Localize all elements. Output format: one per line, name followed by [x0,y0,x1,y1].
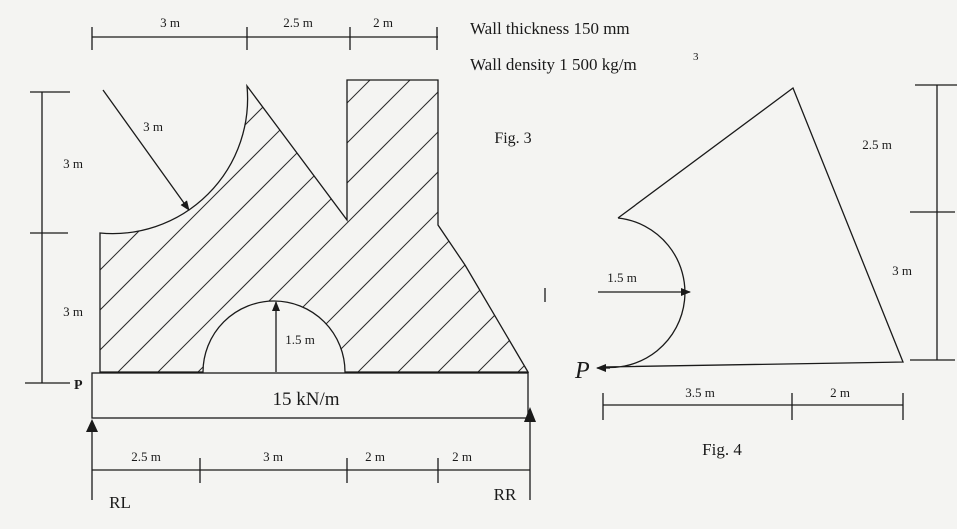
fig4-bottom-dim-2: 2 m [830,385,850,400]
fig3-top-dim-1: 3 m [160,15,180,30]
fig3-reaction-left: RL [109,493,131,512]
fig3-caption: Fig. 3 [494,130,531,147]
hatch-line [409,80,528,372]
fig3-bottom-dim-2: 3 m [263,449,283,464]
fig3-left-dim-lower: 3 m [63,304,83,319]
fig3-bottom-dim-1: 2.5 m [131,449,161,464]
fig4-group: 1.5 m P 2.5 m 3 m 3.5 m 2 m Fig. 4 [574,84,957,459]
fig3-left-dim-upper: 3 m [63,156,83,171]
fig3-semicircle-radius-label: 1.5 m [285,332,315,347]
hatch-line [100,80,291,372]
fig4-bottom-dim-1: 3.5 m [685,385,715,400]
fig3-load-label: 15 kN/m [272,389,339,410]
hatch-line [100,80,451,372]
hatch-line [100,80,411,372]
fig3-arc-radius-label: 3 m [143,119,163,134]
hatch-line [100,80,171,372]
fig4-outline [601,86,904,369]
hatch-line [329,80,528,372]
fig3-wall-outline [99,79,530,373]
fig3-top-dim-3: 2 m [373,15,393,30]
fig4-bottom-dimension-line [602,393,904,420]
fig3-bottom-dim-3: 2 m [365,449,385,464]
fig3-group: 3 m 2.5 m 2 m 3 m 3 m 3 m 1.5 m 15 kN/m … [25,15,546,512]
fig4-caption: Fig. 4 [702,440,742,459]
fig3-reaction-right: RR [494,485,517,504]
wall-density-text: Wall density 1 500 kg/m [470,55,637,74]
fig3-right-support-arrow [524,407,536,422]
fig4-radius-label: 1.5 m [607,270,637,285]
hatch-line [100,80,251,372]
fig3-top-dim-2: 2.5 m [283,15,313,30]
hatch-line [369,80,528,372]
wall-thickness-text: Wall thickness 150 mm [470,19,630,38]
fig4-right-dimension-line [910,84,957,361]
fig3-top-dimension-line [91,27,438,50]
hatch-line [100,80,331,372]
fig3-bottom-dimension-line [91,422,531,500]
fig3-left-dimension-line [25,91,70,384]
wall-density-exponent: 3 [693,51,699,63]
fig4-right-dim-lower: 3 m [892,263,912,278]
hatch-line [100,80,491,372]
fig3-point-p: P [74,378,83,393]
fig3-beam [91,372,529,419]
fig4-point-p: P [574,358,590,384]
fig3-left-support-arrow [86,419,98,432]
fig3-bottom-dim-4: 2 m [452,449,472,464]
fig3-arc-radius-arrow [102,89,190,211]
fig4-right-dim-upper: 2.5 m [862,137,892,152]
hatch-line [100,80,211,372]
hatch-line [129,80,528,372]
